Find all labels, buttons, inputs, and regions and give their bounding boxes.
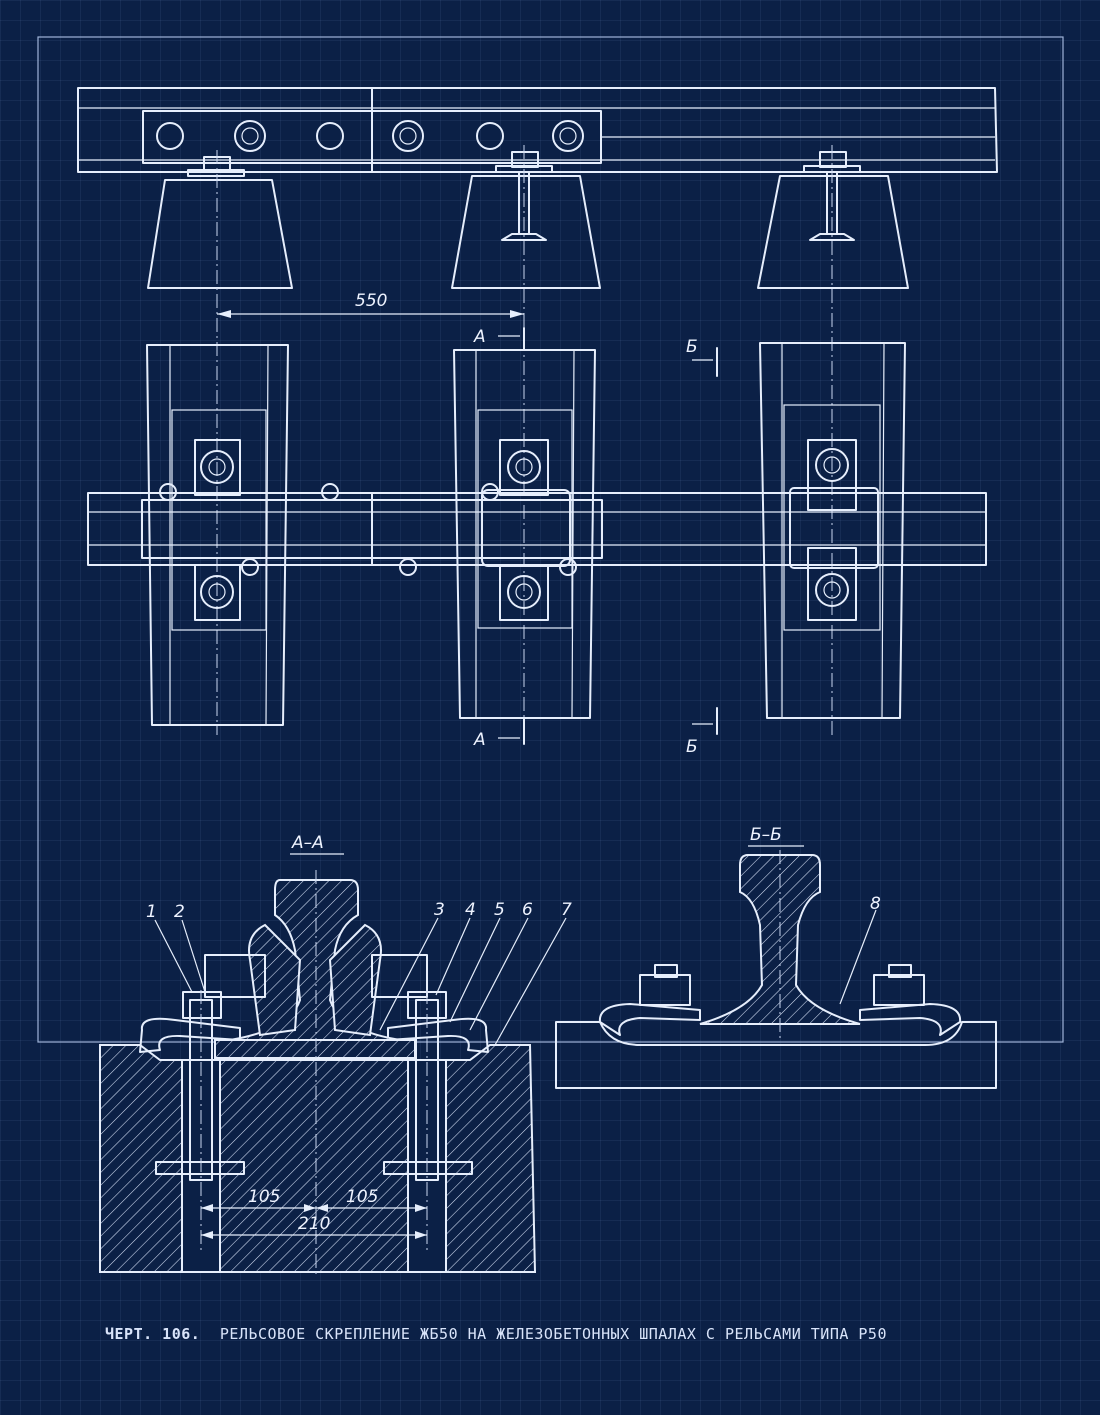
- section-bb: [555, 850, 997, 1089]
- part-label-5: 5: [494, 900, 505, 920]
- side-elevation: [77, 87, 998, 735]
- dimension-550-label: 550: [355, 291, 387, 311]
- plan-view: [87, 327, 987, 745]
- section-aa: [99, 870, 567, 1275]
- part-label-1: 1: [146, 902, 157, 922]
- sleeper-left: [146, 344, 289, 726]
- part-label-4: 4: [465, 900, 476, 920]
- section-a-marker-bottom: А: [473, 730, 486, 750]
- section-aa-title: А–А: [291, 833, 324, 853]
- sleeper-right: [759, 342, 906, 719]
- section-bb-title: Б–Б: [750, 825, 782, 845]
- sheet-frame: [37, 36, 1064, 1043]
- section-a-marker-top: А: [473, 327, 486, 347]
- fishplate-bolts: [156, 120, 584, 152]
- part-label-8: 8: [870, 894, 881, 914]
- figure-title: РЕЛЬСОВОЕ СКРЕПЛЕНИЕ ЖБ50 НА ЖЕЛЕЗОБЕТОН…: [219, 1325, 887, 1343]
- sleeper-elevations: [147, 175, 909, 289]
- sleeper-middle: [453, 349, 596, 719]
- plan-clamps: [159, 439, 879, 621]
- part-label-3: 3: [434, 900, 445, 920]
- section-b-marker-top: Б: [686, 337, 698, 357]
- part-label-7: 7: [561, 900, 572, 920]
- dimension-210: 210: [298, 1214, 330, 1234]
- dimension-105-left: 105: [248, 1187, 280, 1207]
- part-label-2: 2: [174, 902, 185, 922]
- part-label-6: 6: [522, 900, 533, 920]
- figure-number: ЧЕРТ. 106.: [105, 1325, 201, 1343]
- rail-plan: [87, 492, 987, 566]
- figure-caption: ЧЕРТ. 106. РЕЛЬСОВОЕ СКРЕПЛЕНИЕ ЖБ50 НА …: [105, 1325, 1045, 1343]
- section-b-marker-bottom: Б: [686, 737, 698, 757]
- dimension-105-right: 105: [346, 1187, 378, 1207]
